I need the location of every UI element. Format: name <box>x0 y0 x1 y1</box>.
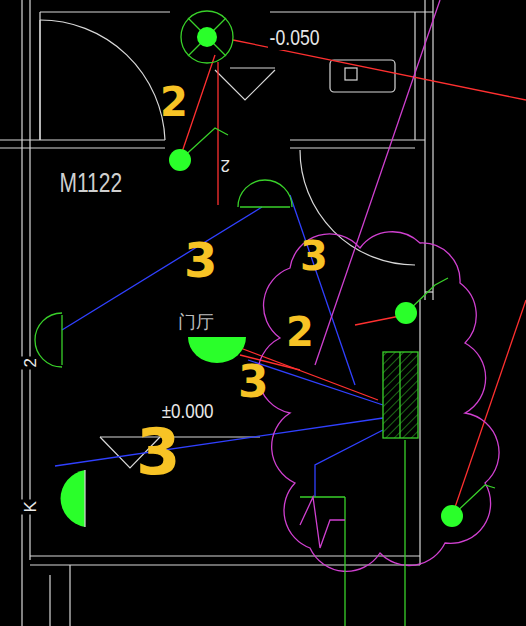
callout-number: 2 <box>286 312 314 352</box>
callout-number: 3 <box>136 420 181 484</box>
switch-mark: 2 <box>219 156 232 175</box>
room-name: 门厅 <box>176 312 216 332</box>
switch-mark: K <box>21 499 40 514</box>
door-tag: M1122 <box>58 168 124 198</box>
callout-number: 2 <box>160 82 188 122</box>
elevation-mark: -0.050 <box>268 26 321 50</box>
elevation-mark: ±0.000 <box>160 400 215 422</box>
callout-number: 3 <box>238 360 269 404</box>
callout-number: 3 <box>184 236 217 284</box>
callout-number: 3 <box>300 236 328 276</box>
switch-mark: 2 <box>21 356 40 369</box>
